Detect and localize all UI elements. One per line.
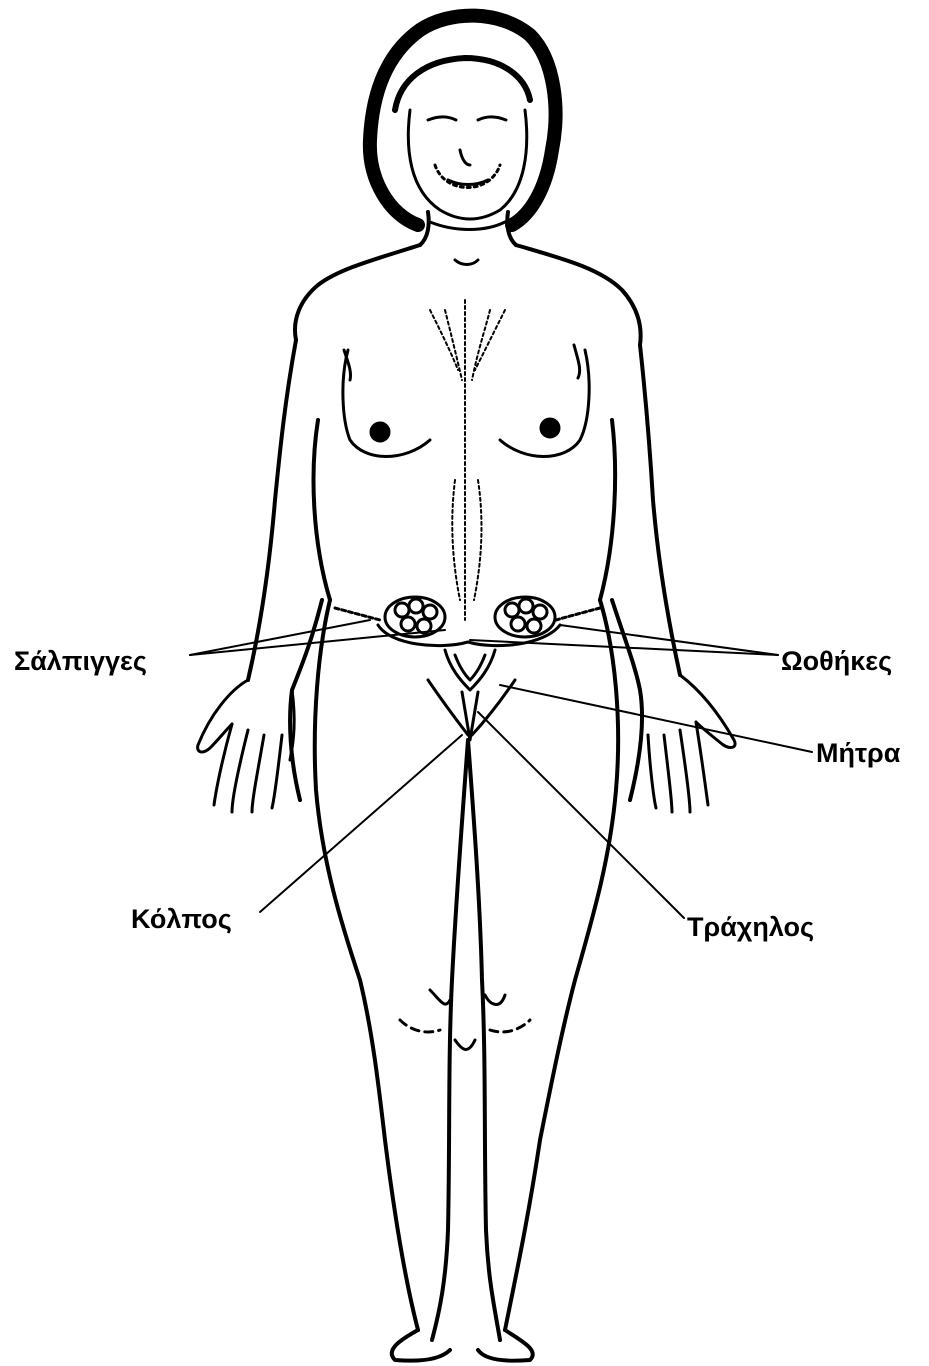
- body-outline: [248, 245, 680, 1361]
- label-ovaries: Ωοθήκες: [781, 648, 892, 675]
- leader-lines: [190, 620, 812, 918]
- label-fallopian-tubes: Σάλπιγγες: [14, 648, 147, 675]
- label-vagina: Κόλπος: [131, 906, 232, 933]
- label-cervix: Τράχηλος: [687, 914, 814, 941]
- uterus: [445, 650, 495, 690]
- body-hair: [430, 300, 505, 620]
- label-uterus: Μήτρα: [816, 740, 900, 767]
- left-hand: [198, 680, 295, 812]
- face: [408, 110, 526, 219]
- hair: [370, 16, 556, 225]
- right-hand: [648, 675, 735, 812]
- reproductive-organs: [335, 597, 600, 740]
- breasts: [343, 345, 589, 457]
